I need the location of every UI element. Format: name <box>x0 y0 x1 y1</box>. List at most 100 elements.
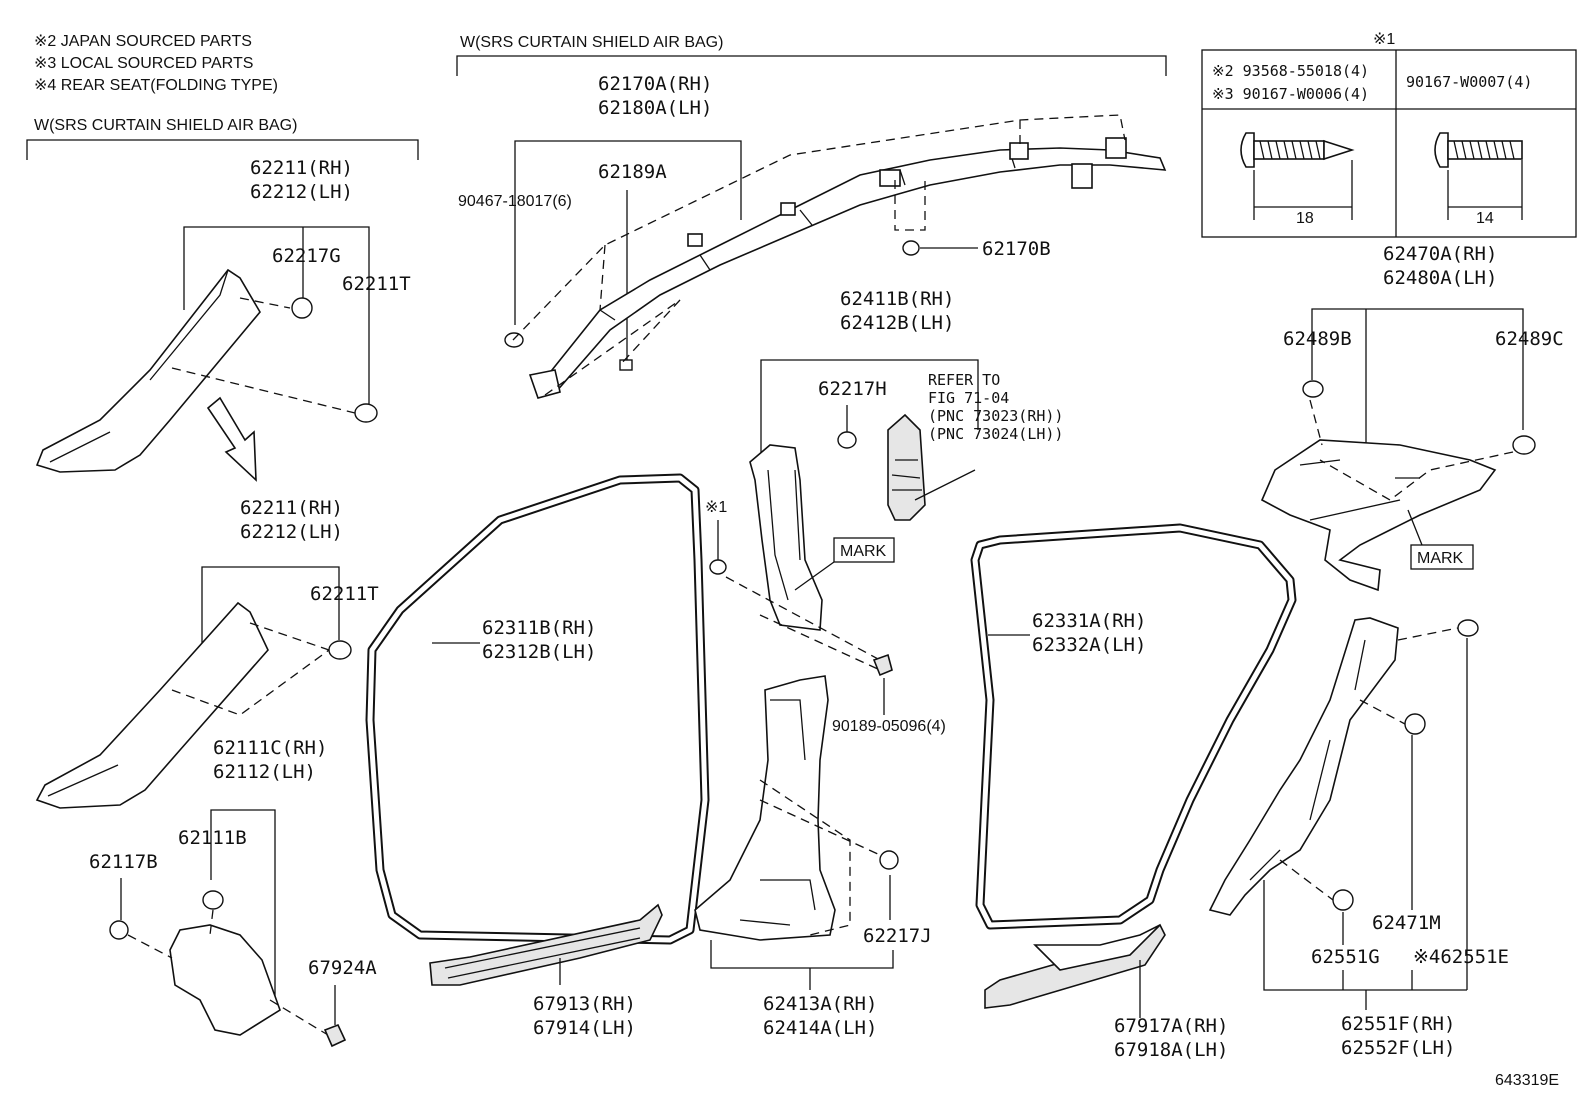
section-left-bracket <box>26 139 419 160</box>
note-1-small: ※1 <box>705 499 727 516</box>
label-62411b-rh: 62411B(RH) <box>840 288 954 310</box>
label-62217j: 62217J <box>863 925 932 947</box>
roof-side-inner-garnish <box>1260 439 1497 592</box>
center-pillar-lower-garnish <box>694 675 836 941</box>
clip-67924a-icon <box>323 1023 347 1048</box>
bolt-spec-japan: ※2 93568-55018(4) <box>1212 62 1369 80</box>
label-62489b: 62489B <box>1283 328 1352 350</box>
clip-62489c-icon <box>1512 435 1536 455</box>
label-62170b: 62170B <box>982 238 1051 260</box>
screw-18-icon <box>1240 132 1355 220</box>
section-top-header: W(SRS CURTAIN SHIELD AIR BAG) <box>460 34 723 51</box>
note-rear-seat: ※4 REAR SEAT(FOLDING TYPE) <box>34 77 278 94</box>
down-arrow-icon <box>206 396 257 482</box>
label-62111c-rh: 62111C(RH) <box>213 737 327 759</box>
front-door-weatherstrip <box>365 473 710 945</box>
label-62217g: 62217G <box>272 245 341 267</box>
bolt-table: ※1 ※2 93568-55018(4) ※3 90167-W0006(4) 9… <box>1201 31 1577 238</box>
label-62489c: 62489C <box>1495 328 1564 350</box>
clip-62211t-b-icon <box>328 640 352 660</box>
bolt-62170b-icon <box>902 240 920 256</box>
label-62312b-lh: 62312B(LH) <box>482 641 596 663</box>
label-62111b: 62111B <box>178 827 247 849</box>
label-62170a-rh: 62170A(RH) <box>598 73 712 95</box>
bolt-table-mark: ※1 <box>1373 31 1395 48</box>
label-62551f-rh: 62551F(RH) <box>1341 1013 1455 1035</box>
front-scuff-plate <box>429 903 663 986</box>
label-67917a-rh: 67917A(RH) <box>1114 1015 1228 1037</box>
refer-line-1: REFER TO <box>928 371 1000 389</box>
center-pillar-upper-group: 62411B(RH) 62412B(LH) 62217H REFER TO FI… <box>705 288 1063 735</box>
quarter-trim-panel <box>1208 617 1399 916</box>
refer-line-2: FIG 71-04 <box>928 389 1009 407</box>
rear-scuff-plate-group: 67917A(RH) 67918A(LH) <box>984 923 1228 1061</box>
label-62180a-lh: 62180A(LH) <box>598 97 712 119</box>
curtain-airbag-group: 62170A(RH) 62180A(LH) 62189A 90467-18017… <box>458 73 1167 399</box>
clip-62217h-icon <box>837 431 857 449</box>
label-90467: 90467-18017(6) <box>458 193 572 210</box>
clip-62551g-icon <box>1332 889 1354 911</box>
cowl-side-trim <box>169 924 281 1036</box>
label-67914-lh: 67914(LH) <box>533 1017 636 1039</box>
label-62211t-a: 62211T <box>342 273 411 295</box>
clip-90189-icon <box>872 653 893 677</box>
section-left-header: W(SRS CURTAIN SHIELD AIR BAG) <box>34 117 297 134</box>
clip-90467-icon <box>504 332 524 348</box>
center-pillar-upper-garnish <box>749 444 823 631</box>
front-pillar-garnish-upper <box>35 268 261 473</box>
label-62552f-lh: 62552F(LH) <box>1341 1037 1455 1059</box>
figure-id: 643319E <box>1495 1072 1559 1089</box>
label-62212-lh-a: 62212(LH) <box>250 181 353 203</box>
screw-14-icon <box>1434 132 1523 220</box>
mark-label-c: MARK <box>1417 550 1464 567</box>
bolt-spec-local: ※3 90167-W0006(4) <box>1212 85 1369 103</box>
label-62331a-rh: 62331A(RH) <box>1032 610 1146 632</box>
label-62414a-lh: 62414A(LH) <box>763 1017 877 1039</box>
note-local-sourced: ※3 LOCAL SOURCED PARTS <box>34 55 253 72</box>
label-90189: 90189-05096(4) <box>832 718 946 735</box>
clip-62117b-icon <box>109 920 129 940</box>
label-62412b-lh: 62412B(LH) <box>840 312 954 334</box>
roof-side-inner-group: 62470A(RH) 62480A(LH) 62489B 62489C MARK <box>1260 243 1564 592</box>
clip-62217j-icon <box>879 850 899 870</box>
label-62211-rh-a: 62211(RH) <box>250 157 353 179</box>
label-62471m: 62471M <box>1372 912 1441 934</box>
label-62211t-b: 62211T <box>310 583 379 605</box>
mark-box-b <box>833 537 895 563</box>
clip-62189a-icon <box>619 359 633 371</box>
cowl-side-trim-group: 62111C(RH) 62112(LH) 62111B 62117B 67924… <box>89 737 377 1048</box>
refer-line-4: (PNC 73024(LH)) <box>928 425 1063 443</box>
screw-note1-icon <box>709 559 727 575</box>
label-62551g: 62551G <box>1311 946 1380 968</box>
label-67913-rh: 67913(RH) <box>533 993 636 1015</box>
refer-line-3: (PNC 73023(RH)) <box>928 407 1063 425</box>
section-top-bracket <box>456 55 1167 76</box>
seat-belt-retractor <box>887 413 926 521</box>
front-pillar-garnish-lower <box>35 601 269 809</box>
clip-62551e-icon <box>1457 619 1479 637</box>
label-62332a-lh: 62332A(LH) <box>1032 634 1146 656</box>
label-62212-lh-b: 62212(LH) <box>240 521 343 543</box>
front-pillar-lower-group: 62211(RH) 62212(LH) 62211T <box>35 497 379 809</box>
quarter-trim-group: 62471M 62551G ※462551E 62551F(RH) 62552F… <box>1208 617 1509 1059</box>
label-62551e: ※462551E <box>1413 946 1509 968</box>
label-62112-lh: 62112(LH) <box>213 761 316 783</box>
label-62311b-rh: 62311B(RH) <box>482 617 596 639</box>
mark-box-c <box>1410 544 1474 570</box>
clip-62111b-icon <box>202 890 224 910</box>
clip-62211t-a-icon <box>354 403 378 423</box>
label-62470a-rh: 62470A(RH) <box>1383 243 1497 265</box>
clip-62217g-icon <box>291 297 313 319</box>
curtain-shield-airbag <box>538 147 1167 395</box>
rear-door-opening-trim-group: 62331A(RH) 62332A(LH) <box>970 523 1297 930</box>
label-62413a-rh: 62413A(RH) <box>763 993 877 1015</box>
dim-18: 18 <box>1296 210 1314 227</box>
dim-14: 14 <box>1476 210 1494 227</box>
clip-62471m-icon <box>1404 713 1426 735</box>
label-67918a-lh: 67918A(LH) <box>1114 1039 1228 1061</box>
label-62211-rh-b: 62211(RH) <box>240 497 343 519</box>
note-japan-sourced: ※2 JAPAN SOURCED PARTS <box>34 33 252 50</box>
clip-62489b-icon <box>1302 380 1324 398</box>
label-62217h: 62217H <box>818 378 887 400</box>
